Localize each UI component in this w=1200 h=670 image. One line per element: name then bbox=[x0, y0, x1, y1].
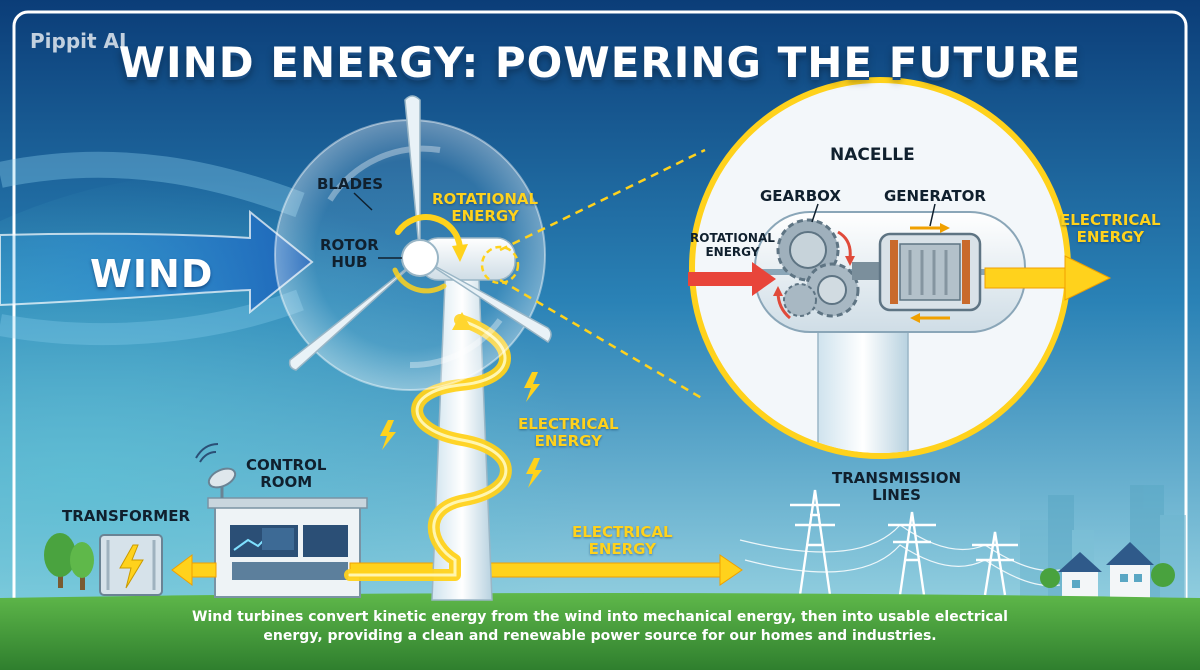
rotor-hub bbox=[401, 239, 439, 277]
zoom-connector bbox=[499, 148, 706, 402]
generator-label: GENERATOR bbox=[884, 187, 986, 205]
transmission-lines-label: TRANSMISSION LINES bbox=[832, 469, 962, 505]
page-title: WIND ENERGY: POWERING THE FUTURE bbox=[118, 38, 1082, 87]
tower-electrical-energy-label: ELECTRICAL ENERGY bbox=[518, 415, 619, 451]
blades-label: BLADES bbox=[317, 175, 384, 193]
nacelle-rotational-energy-label: ROTATIONAL ENERGY bbox=[690, 231, 775, 259]
rotation-hint bbox=[409, 318, 503, 369]
transformer-unit bbox=[99, 534, 163, 596]
rotational-energy-label: ROTATIONAL ENERGY bbox=[432, 190, 539, 226]
control-room-label: CONTROL ROOM bbox=[246, 456, 327, 492]
caption-text: Wind turbines convert kinetic energy fro… bbox=[192, 609, 1008, 644]
zoom-focus-ring bbox=[480, 245, 520, 285]
nacelle-label: NACELLE bbox=[830, 145, 915, 165]
transformer-label: TRANSFORMER bbox=[62, 507, 191, 525]
wind-label: WIND bbox=[90, 252, 214, 296]
transmission-towers bbox=[739, 489, 1061, 596]
wind-stream bbox=[0, 151, 305, 218]
lightning-sparks bbox=[380, 372, 542, 488]
gearbox-label: GEARBOX bbox=[760, 187, 841, 205]
rotational-energy-arc bbox=[395, 214, 463, 251]
control-room-building bbox=[195, 443, 368, 598]
ground-electrical-energy-label: ELECTRICAL ENERGY bbox=[572, 523, 673, 559]
rotational-energy-arc bbox=[392, 267, 447, 294]
rotational-energy-arrowhead bbox=[452, 244, 468, 262]
nacelle-detail bbox=[688, 77, 1112, 459]
tower-energy-flow-core bbox=[348, 318, 508, 577]
grass-ground bbox=[0, 593, 1200, 670]
watermark-logo: Pippit AI bbox=[30, 29, 127, 53]
houses bbox=[1040, 542, 1175, 598]
nacelle-electrical-energy-label: ELECTRICAL ENERGY bbox=[1060, 211, 1161, 247]
trees bbox=[44, 533, 94, 590]
wind-stream bbox=[0, 289, 304, 346]
rotation-hint bbox=[327, 145, 441, 202]
rotor-hub-label: ROTOR HUB bbox=[320, 236, 379, 272]
pointer-line bbox=[353, 192, 373, 211]
